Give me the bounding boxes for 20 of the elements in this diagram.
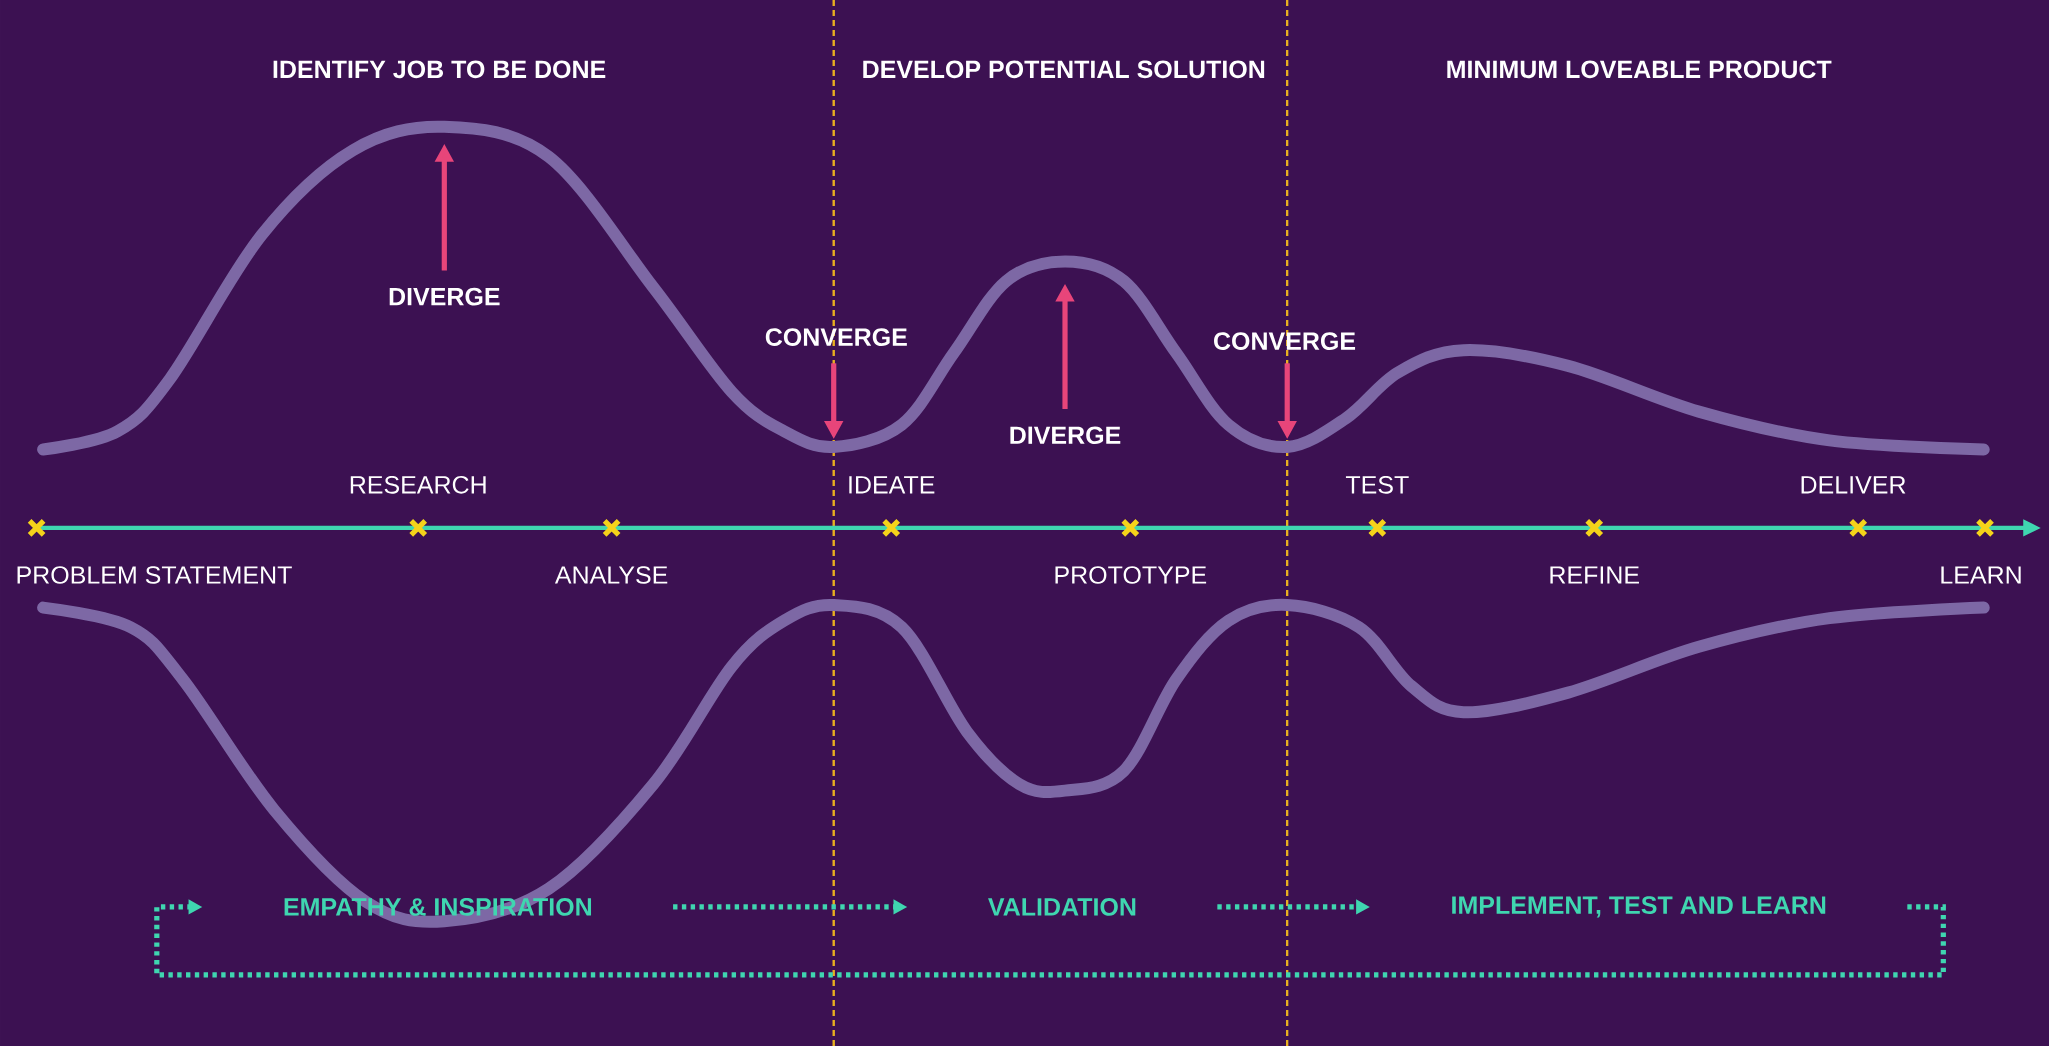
milestone-label: ANALYSE [554,566,668,584]
milestone-label: LEARN [1941,566,2021,584]
section-heading: DEVELOP POTENTIAL SOLUTION [863,60,1265,79]
annotation-label: DIVERGE [389,287,500,306]
stage-label: IMPLEMENT, TEST AND LEARN [1452,896,1826,918]
annotation-label: CONVERGE [1214,332,1356,350]
annotation-label: DIVERGE [1010,426,1121,445]
annotation-label: CONVERGE [765,328,907,346]
milestone-label: PROTOTYPE [1055,566,1207,584]
milestone-label: REFINE [1550,566,1639,584]
stage-label: VALIDATION [988,898,1136,916]
milestone-label: PROBLEM STATEMENT [17,566,292,584]
stage-label: EMPATHY & INSPIRATION [284,898,591,916]
milestone-label: TEST [1345,476,1409,494]
section-heading: MINIMUM LOVEABLE PRODUCT [1447,60,1832,79]
milestone-label: IDEATE [849,476,935,494]
milestone-label: RESEARCH [350,476,486,494]
section-heading: IDENTIFY JOB TO BE DONE [273,60,606,79]
dotted-arrow [154,899,1946,978]
milestone-label: DELIVER [1801,476,1906,494]
